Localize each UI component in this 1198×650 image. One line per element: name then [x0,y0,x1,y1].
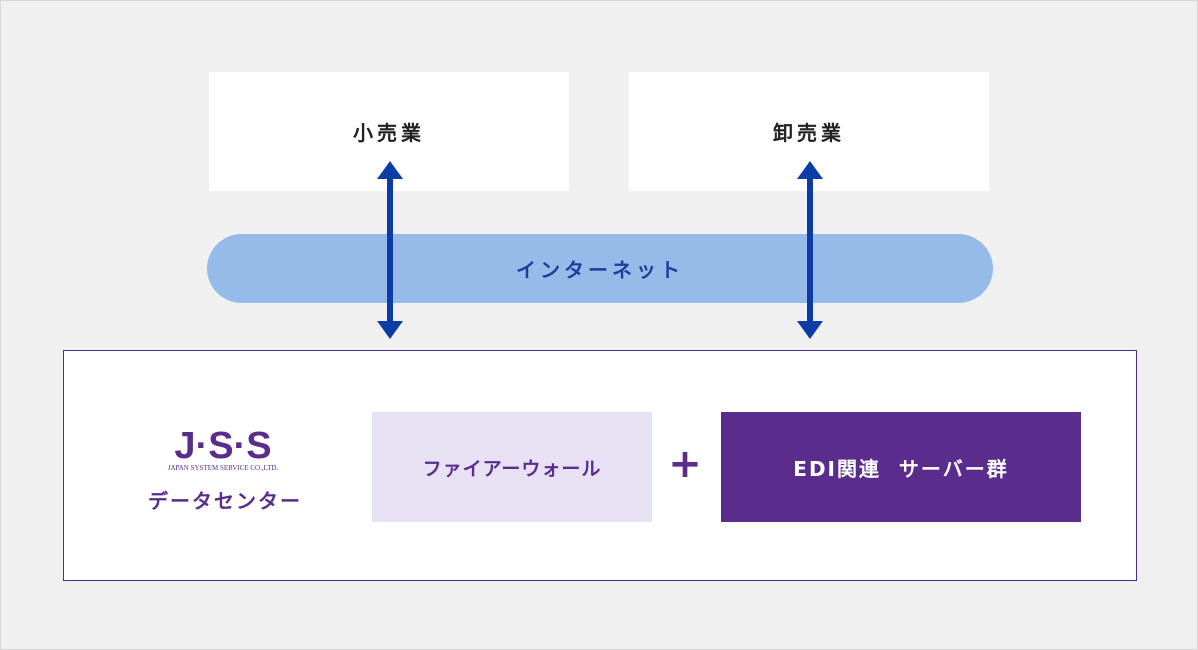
edi-servers-node: EDI関連 サーバー群 [721,412,1081,522]
wholesale-label: 卸売業 [773,121,845,145]
arrow-head-up [377,161,403,179]
retail-label: 小売業 [353,121,425,145]
arrow-head-up [797,161,823,179]
wholesale-bidirectional-arrow [797,161,823,339]
internet-label: インターネット [516,258,684,282]
plus-sign: + [668,441,702,487]
arrow-shaft [387,177,393,323]
edi-servers-label: EDI関連 サーバー群 [793,456,1009,481]
arrow-shaft [807,177,813,323]
jss-logo-company: JAPAN SYSTEM SERVICE CO.,LTD. [167,464,279,472]
arrow-head-down [377,321,403,339]
firewall-label: ファイアーウォール [422,457,602,480]
retail-bidirectional-arrow [377,161,403,339]
internet-node: インターネット [207,234,993,303]
arrow-head-down [797,321,823,339]
jss-logo-mark: J·S·S [174,425,272,467]
datacenter-label: データセンター [148,489,302,513]
firewall-node: ファイアーウォール [372,412,652,522]
jss-logo: J·S·S JAPAN SYSTEM SERVICE CO.,LTD. [160,427,286,475]
datacenter-frame: J·S·S JAPAN SYSTEM SERVICE CO.,LTD. データセ… [63,350,1137,581]
